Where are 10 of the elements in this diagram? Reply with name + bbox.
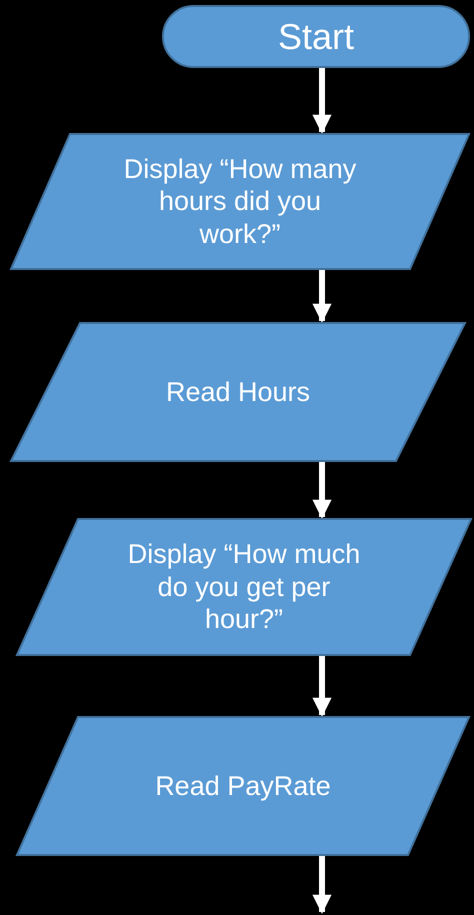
node-text: Read Hours bbox=[166, 376, 310, 408]
arrow bbox=[312, 656, 332, 717]
node-text: Display “How much do you get per hour?” bbox=[126, 538, 362, 636]
arrow bbox=[312, 270, 332, 323]
node-text: Read PayRate bbox=[155, 770, 331, 802]
node-text: Start bbox=[278, 14, 354, 58]
arrow bbox=[312, 68, 332, 134]
node-text: Display “How many hours did you work?” bbox=[122, 152, 358, 250]
arrow bbox=[312, 856, 332, 914]
arrow bbox=[312, 462, 332, 519]
